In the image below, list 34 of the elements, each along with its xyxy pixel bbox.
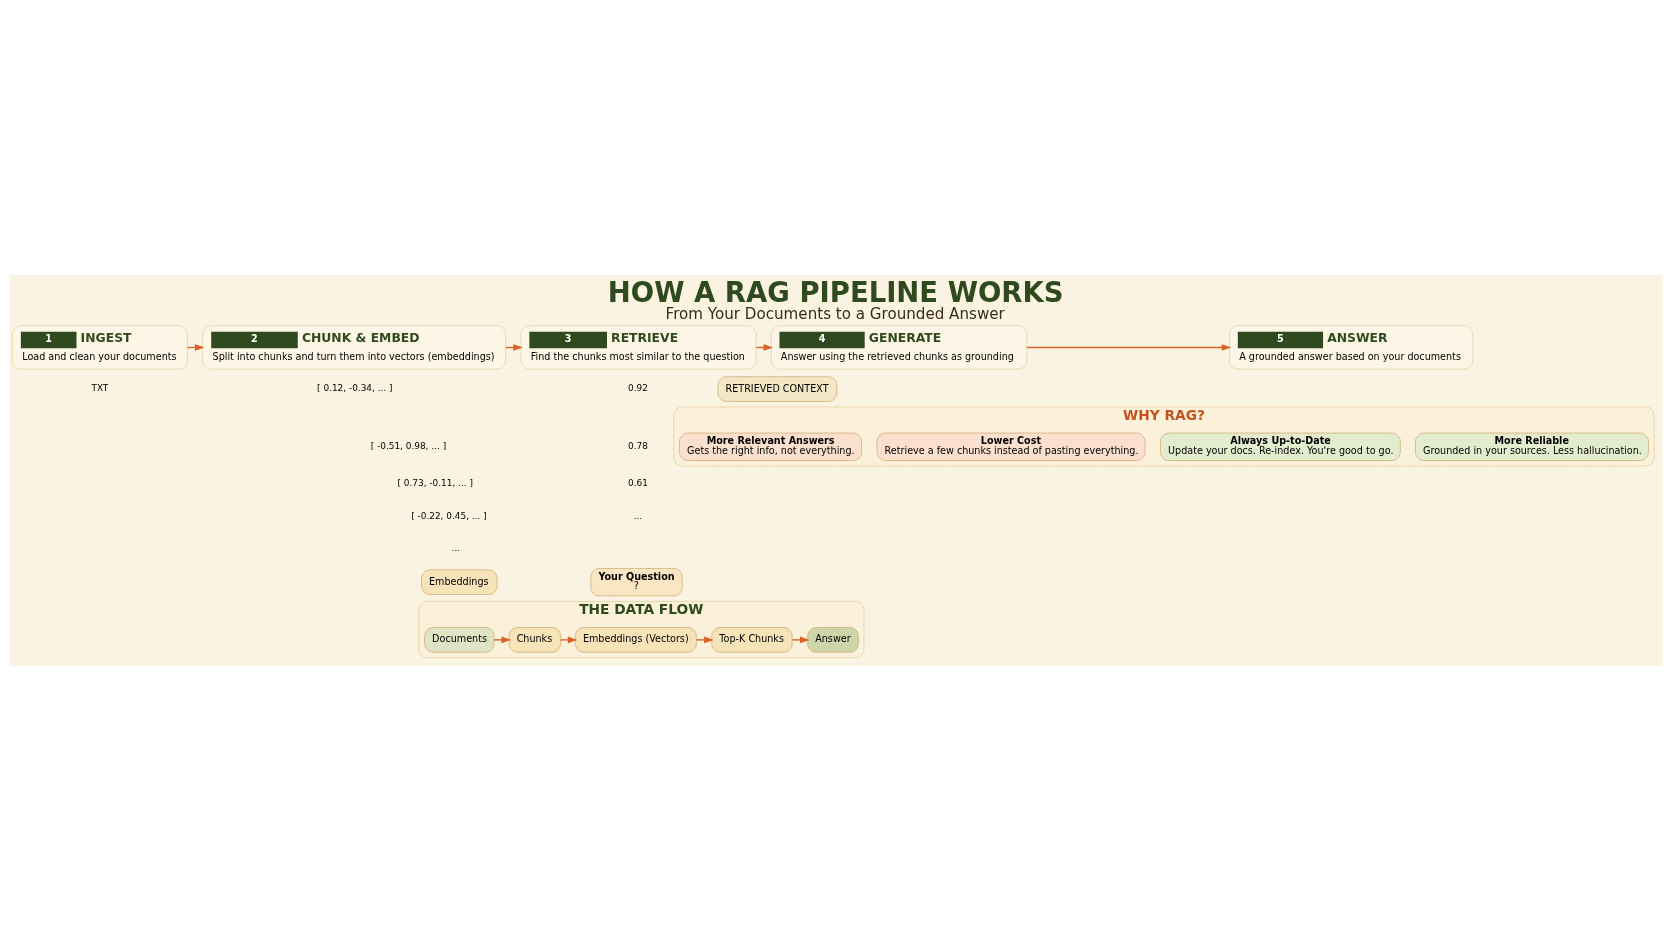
node-box: Lower Cost Retrieve a few chunks instead of pasting everything. bbox=[876, 432, 1146, 461]
node-box: Answer bbox=[807, 627, 859, 653]
diagram-title: HOW A RAG PIPELINE WORKS bbox=[607, 275, 1064, 308]
node-box: More Relevant Answers Gets the right info, not everything. bbox=[679, 432, 862, 461]
node-box: 2 CHUNK & EMBED Split into chunks and turn them into vectors (embeddings) bbox=[202, 325, 506, 370]
node-box: 4 GENERATE Answer using the retrieved chunks as grounding bbox=[770, 325, 1028, 370]
label: [ -0.22, 0.45, ... ] bbox=[411, 510, 487, 521]
label: ... bbox=[633, 510, 643, 521]
node-box: 3 RETRIEVE Find the chunks most similar to the question bbox=[520, 325, 757, 370]
node-box: Embeddings (Vectors) bbox=[575, 627, 697, 653]
label: 0.78 bbox=[627, 441, 648, 452]
node-box: Chunks bbox=[508, 627, 561, 653]
node-box: Documents bbox=[424, 627, 495, 653]
label: TXT bbox=[91, 383, 109, 394]
arrow bbox=[791, 636, 810, 644]
node-box: Always Up-to-Date Update your docs. Re-index. You're good to go. bbox=[1160, 432, 1401, 461]
arrow bbox=[695, 636, 714, 644]
node-box: 5 ANSWER A grounded answer based on your documents bbox=[1229, 325, 1474, 370]
label: ... bbox=[451, 542, 461, 553]
node-box: More Reliable Grounded in your sources. Less hallucination. bbox=[1415, 432, 1649, 461]
arrow bbox=[493, 636, 512, 644]
node-box: Top-K Chunks bbox=[711, 627, 793, 653]
label: 0.92 bbox=[627, 383, 648, 394]
node-box: RETRIEVED CONTEXT bbox=[717, 376, 838, 402]
label: [ 0.73, -0.11, ... ] bbox=[397, 478, 473, 489]
label: 0.61 bbox=[627, 478, 648, 489]
node-box: Embeddings bbox=[421, 569, 498, 595]
node-box: 1 INGEST Load and clean your documents bbox=[11, 325, 188, 370]
arrow bbox=[1026, 344, 1232, 351]
caption: From Your Documents to a Grounded Answer bbox=[665, 305, 1005, 324]
node-box: Your Question ? bbox=[590, 568, 683, 597]
arrow bbox=[560, 636, 578, 644]
label: [ -0.51, 0.98, ... ] bbox=[370, 441, 447, 452]
label: [ 0.12, -0.34, ... ] bbox=[317, 383, 393, 394]
